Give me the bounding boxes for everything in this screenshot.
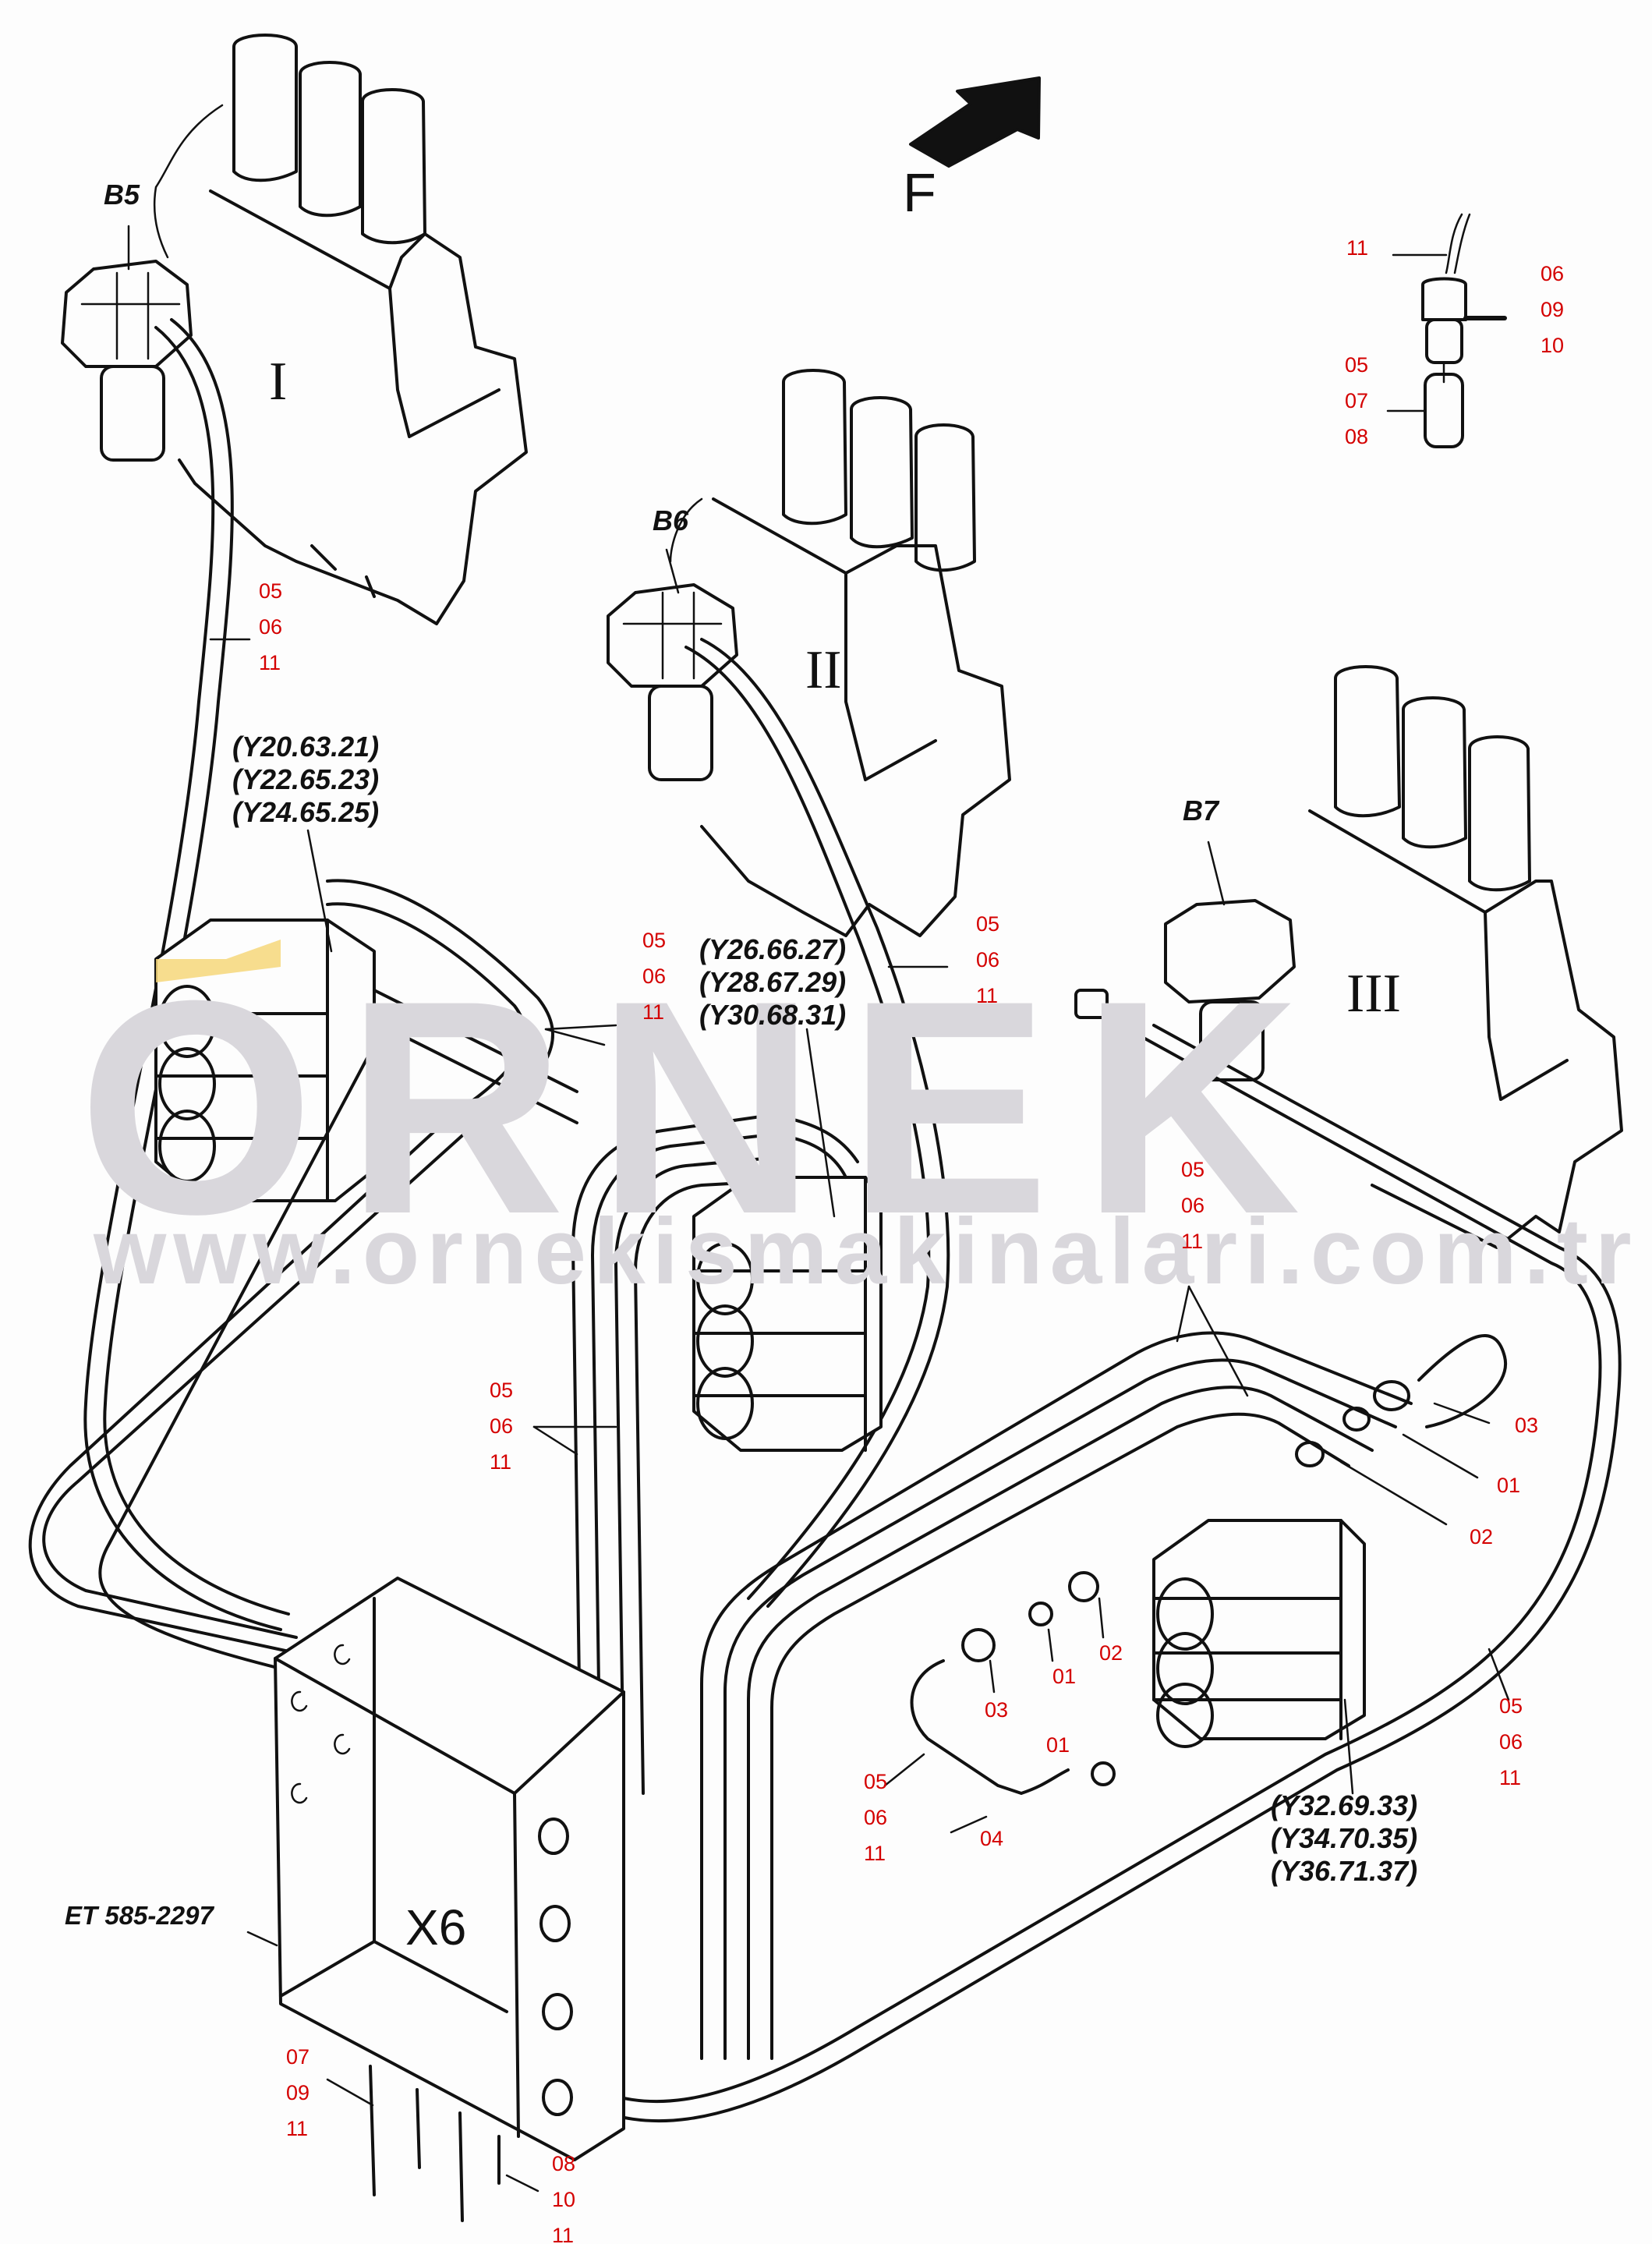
callout-b6-cable: 05 06 11 <box>976 914 999 1021</box>
junction-box-label: X6 <box>405 1899 467 1956</box>
direction-label: F <box>903 162 936 223</box>
callout-number: 05 <box>490 1379 514 1402</box>
callout-number: 11 <box>976 984 999 1007</box>
callout-number: 05 <box>864 1770 888 1793</box>
callout-number: 11 <box>552 2224 575 2244</box>
callout-number: 08 <box>552 2152 576 2175</box>
callout-elbow-hose: 05 06 11 <box>864 1771 887 1879</box>
valve-label-iii: III <box>1346 964 1401 1024</box>
callout-number: 09 <box>1541 298 1565 321</box>
callout-number: 06 <box>259 615 283 639</box>
callout-number: 11 <box>1499 1766 1522 1789</box>
callout-number: 11 <box>259 651 281 674</box>
callout-right-01: 01 <box>1497 1474 1521 1497</box>
callout-number: 05 <box>259 579 283 603</box>
callout-mid-02: 02 <box>1099 1641 1123 1665</box>
detail-connector <box>1386 213 1507 448</box>
b6-cable <box>685 646 931 1600</box>
fittings <box>883 1380 1510 1834</box>
callout-number: 11 <box>286 2117 309 2140</box>
valve-block-i <box>153 34 528 625</box>
callout-number: 05 <box>1499 1694 1523 1718</box>
callout-detail-right: 06 09 10 <box>1541 264 1564 371</box>
callout-number: 05 <box>1345 353 1369 377</box>
solenoid-ref: (Y36.71.37) <box>1271 1855 1418 1887</box>
callout-outer-loop: 05 06 11 <box>1499 1696 1523 1803</box>
callout-number: 11 <box>864 1842 886 1865</box>
solenoid-ref: (Y34.70.35) <box>1271 1822 1418 1854</box>
b7-outer-loop <box>591 1035 1602 2104</box>
junction-box-part-number: ET 585-2297 <box>65 1901 214 1930</box>
solenoid-ref: (Y20.63.21) <box>232 731 380 763</box>
callout-number: 07 <box>286 2045 310 2069</box>
callout-number: 09 <box>286 2081 310 2104</box>
solenoid-refs-group-3: (Y32.69.33) (Y34.70.35) (Y36.71.37) <box>1271 1792 1417 1890</box>
callout-number: 07 <box>1345 389 1369 412</box>
callout-detail-top: 11 <box>1346 236 1369 260</box>
solenoid-ref: (Y24.65.25) <box>232 796 380 828</box>
right-pipe-loops <box>700 1331 1508 2060</box>
callout-number: 06 <box>864 1806 888 1829</box>
sensor-label-b5: B5 <box>104 179 140 211</box>
callout-number: 06 <box>1181 1194 1205 1217</box>
valve-block-ii <box>669 369 1011 937</box>
valve-block-iii <box>1308 665 1623 1249</box>
callout-elbow-04: 04 <box>980 1827 1004 1850</box>
solenoid-ref: (Y22.65.23) <box>232 763 380 795</box>
callout-right-02: 02 <box>1470 1525 1494 1549</box>
group2-pipe-loops <box>571 1113 859 1795</box>
direction-arrow-icon <box>909 76 1041 168</box>
solenoid-group-2 <box>692 1028 883 1452</box>
callout-number: 10 <box>552 2188 576 2211</box>
sensor-label-b6: B6 <box>653 504 689 536</box>
group1-pipe-loops <box>28 879 578 1670</box>
solenoid-ref: (Y30.68.31) <box>699 999 847 1031</box>
callout-group1-pipes: 05 06 11 <box>642 930 666 1038</box>
solenoid-group-1 <box>154 829 376 1202</box>
solenoid-refs-group-2: (Y26.66.27) (Y28.67.29) (Y30.68.31) <box>699 936 846 1034</box>
callout-number: 11 <box>642 1000 665 1024</box>
callout-mid-03: 03 <box>985 1698 1009 1722</box>
solenoid-ref: (Y32.69.33) <box>1271 1789 1418 1821</box>
callout-number: 05 <box>642 929 667 952</box>
callout-number: 06 <box>642 964 667 988</box>
sensor-b6 <box>607 548 738 781</box>
junction-box-x6 <box>246 1577 625 2222</box>
callout-detail-left: 05 07 08 <box>1345 355 1368 462</box>
sensor-b5 <box>61 225 193 462</box>
callout-number: 11 <box>1181 1230 1204 1253</box>
callout-mid-01: 01 <box>1052 1665 1077 1688</box>
callout-number: 11 <box>490 1450 512 1474</box>
sensor-b7 <box>1074 841 1296 1081</box>
callout-right-03: 03 <box>1515 1414 1539 1437</box>
callout-number: 06 <box>1541 262 1565 285</box>
solenoid-ref: (Y28.67.29) <box>699 966 847 998</box>
callout-b5-cable: 05 06 11 <box>259 581 282 688</box>
callout-center-pipes: 05 06 11 <box>490 1380 513 1488</box>
valve-label-i: I <box>269 352 288 412</box>
callout-number: 08 <box>1345 425 1369 448</box>
callout-b7-cable: 05 06 11 <box>1181 1159 1205 1267</box>
valve-label-ii: II <box>805 640 842 700</box>
callout-box-bottom-right: 08 10 11 <box>552 2154 575 2244</box>
callout-number: 05 <box>976 912 1000 936</box>
callout-number: 06 <box>976 948 1000 972</box>
sensor-label-b7: B7 <box>1183 795 1219 826</box>
callout-box-bottom-left: 07 09 11 <box>286 2047 310 2154</box>
callout-number: 10 <box>1541 334 1565 357</box>
solenoid-ref: (Y26.66.27) <box>699 933 847 965</box>
solenoid-refs-group-1: (Y20.63.21) (Y22.65.23) (Y24.65.25) <box>232 733 379 831</box>
callout-number: 06 <box>1499 1730 1523 1754</box>
callout-mid-01b: 01 <box>1046 1733 1070 1757</box>
solenoid-group-3 <box>1152 1519 1366 1795</box>
callout-number: 06 <box>490 1414 514 1438</box>
callout-number: 05 <box>1181 1158 1205 1181</box>
